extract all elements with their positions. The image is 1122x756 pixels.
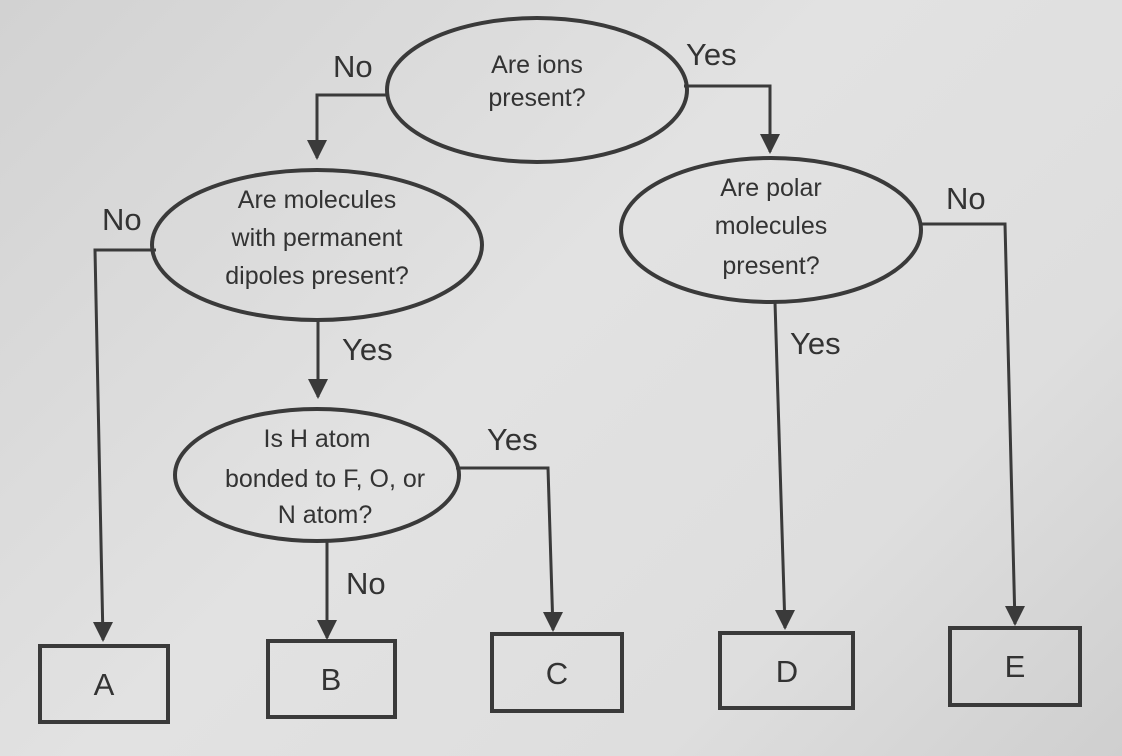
edge-label: Yes bbox=[686, 37, 737, 72]
outcome-label: C bbox=[546, 656, 568, 691]
edge-ions-yes bbox=[684, 84, 780, 154]
edge-label: Yes bbox=[342, 332, 393, 367]
node-text: dipoles present? bbox=[225, 262, 408, 290]
node-text: present? bbox=[488, 84, 585, 112]
node-text: bonded to F, O, or bbox=[225, 465, 425, 493]
node-permanent-dipoles: Are molecules with permanent dipoles pre… bbox=[150, 168, 484, 322]
outcome-label: A bbox=[94, 667, 115, 702]
edge-label: Yes bbox=[487, 422, 538, 457]
edge-label: No bbox=[346, 566, 386, 601]
edge-polar-no bbox=[920, 222, 1025, 626]
node-h-bonded: Is H atom bonded to F, O, or N atom? bbox=[173, 407, 461, 543]
node-text: molecules bbox=[715, 212, 828, 240]
outcome-box-b: B bbox=[266, 639, 397, 719]
edge-label: No bbox=[333, 49, 373, 84]
node-text: Are molecules bbox=[238, 186, 396, 214]
node-text: present? bbox=[722, 252, 819, 280]
node-text: Are ions bbox=[491, 51, 583, 79]
node-text: Is H atom bbox=[264, 425, 371, 453]
edge-polar-yes bbox=[773, 301, 795, 630]
outcome-box-c: C bbox=[490, 632, 624, 713]
edge-label: Yes bbox=[790, 326, 841, 361]
node-text: with permanent bbox=[231, 224, 403, 252]
outcome-box-a: A bbox=[38, 644, 170, 724]
outcome-label: E bbox=[1005, 649, 1026, 684]
edge-hbond-yes bbox=[456, 466, 563, 632]
node-polar-molecules: Are polar molecules present? bbox=[619, 156, 923, 304]
outcome-box-e: E bbox=[948, 626, 1082, 707]
outcome-box-d: D bbox=[718, 631, 855, 710]
node-text: N atom? bbox=[278, 501, 372, 529]
edge-label: No bbox=[946, 181, 986, 216]
node-ions-present: Are ions present? bbox=[385, 16, 689, 164]
outcome-label: D bbox=[776, 654, 798, 689]
node-text: Are polar bbox=[720, 174, 821, 202]
edge-dipoles-no bbox=[93, 248, 156, 642]
edge-ions-no bbox=[307, 93, 388, 160]
edge-label: No bbox=[102, 202, 142, 237]
outcome-label: B bbox=[321, 662, 342, 697]
